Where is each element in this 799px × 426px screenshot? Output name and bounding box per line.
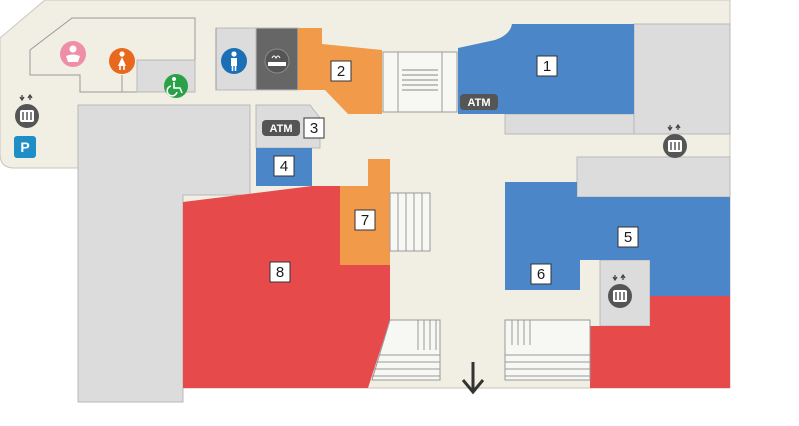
left-building [77,104,251,403]
svg-text:ATM: ATM [467,97,490,109]
right-building-top [633,23,731,135]
svg-text:7: 7 [361,212,369,229]
store-2-label: 2 [330,60,352,82]
svg-text:4: 4 [280,158,288,175]
store-1-label: 1 [536,55,558,77]
stairs-bottom-left [371,319,441,381]
stairs-bottom-right [504,319,591,381]
store-3-label: 3 [303,117,325,139]
store-5-label: 5 [617,226,639,248]
parking-icon[interactable]: P [14,136,36,158]
smoking-area-icon[interactable] [264,48,290,74]
escalator-top [382,51,458,113]
svg-text:3: 3 [310,120,318,137]
escalator-middle [389,192,431,252]
store-4-label: 4 [273,155,295,177]
svg-text:ATM: ATM [269,123,292,135]
svg-text:8: 8 [276,264,284,281]
female-toilet-icon[interactable] [109,48,135,74]
svg-text:5: 5 [624,229,632,246]
svg-text:P: P [20,139,29,155]
svg-text:6: 6 [537,266,545,283]
down-arrow-icon[interactable] [461,362,485,395]
baby-room-icon[interactable] [60,41,86,67]
elevator-icon[interactable] [15,93,39,128]
male-toilet-icon[interactable] [221,48,247,74]
atm-badge-left[interactable]: ATM [262,120,300,136]
elevator-icon[interactable] [608,273,632,308]
atm-badge-top[interactable]: ATM [460,94,498,110]
right-building-strip [504,113,635,135]
accessible-toilet-icon[interactable] [164,74,188,98]
bottom-right-red-area[interactable] [590,296,730,388]
right-building-mid [576,156,731,198]
svg-text:2: 2 [337,63,345,80]
svg-text:1: 1 [543,58,551,75]
store-6-label: 6 [530,263,552,285]
store-8-label: 8 [269,261,291,283]
elevator-icon[interactable] [663,123,687,158]
store-8-area[interactable] [183,186,390,388]
store-7-label: 7 [354,209,376,231]
